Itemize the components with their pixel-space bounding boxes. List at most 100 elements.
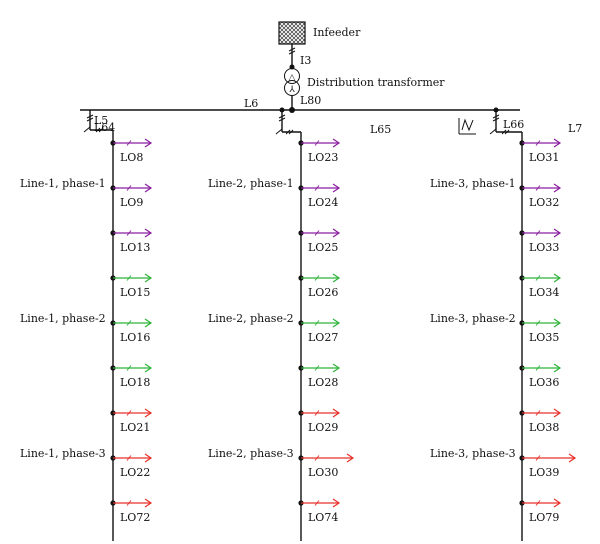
- svg-text:△: △: [289, 73, 296, 83]
- load-label: LO31: [529, 151, 559, 164]
- end-label: L7: [568, 122, 582, 135]
- branch1-label-a: L5: [94, 114, 108, 127]
- distribution-transformer: △ ⅄ Distribution transformer: [284, 68, 445, 96]
- load-lo24: LO24: [298, 183, 341, 209]
- load-arrowhead: [332, 183, 341, 193]
- load-lo21: LO21: [110, 408, 153, 434]
- load-label: LO28: [308, 376, 338, 389]
- load-arrowhead: [553, 408, 562, 418]
- load-label: LO27: [308, 331, 338, 344]
- load-label: LO25: [308, 241, 338, 254]
- load-arrowhead: [332, 363, 341, 373]
- load-label: LO79: [529, 511, 559, 524]
- load-label: LO24: [308, 196, 338, 209]
- load-arrowhead: [144, 183, 153, 193]
- load-lo13: LO13: [110, 228, 153, 254]
- load-tick: [535, 455, 541, 461]
- load-lo36: LO36: [519, 363, 562, 389]
- branch-2: [275, 110, 301, 135]
- group-label: Line-1, phase-2: [20, 312, 106, 325]
- load-tick: [535, 500, 541, 506]
- load-arrowhead: [332, 138, 341, 148]
- load-label: LO15: [120, 286, 150, 299]
- load-lo33: LO33: [519, 228, 562, 254]
- load-tick: [535, 185, 541, 191]
- load-arrowhead: [144, 273, 153, 283]
- load-tick: [126, 320, 132, 326]
- load-tick: [535, 320, 541, 326]
- load-label: LO22: [120, 466, 150, 479]
- load-tick: [126, 500, 132, 506]
- load-lo26: LO26: [298, 273, 341, 299]
- load-label: LO35: [529, 331, 559, 344]
- load-label: LO16: [120, 331, 150, 344]
- load-tick: [126, 365, 132, 371]
- load-arrowhead: [144, 138, 153, 148]
- group-label: Line-3, phase-3: [430, 447, 516, 460]
- load-lo16: LO16: [110, 318, 153, 344]
- load-tick: [535, 275, 541, 281]
- load-lo29: LO29: [298, 408, 341, 434]
- load-arrowhead: [144, 228, 153, 238]
- load-lo22: LO22: [110, 453, 153, 479]
- load-arrowhead: [332, 228, 341, 238]
- load-tick: [535, 365, 541, 371]
- load-tick: [126, 185, 132, 191]
- load-arrowhead: [553, 138, 562, 148]
- branch3-label: L66: [503, 118, 524, 131]
- load-arrowhead: [332, 273, 341, 283]
- load-tick: [314, 230, 320, 236]
- load-label: LO36: [529, 376, 559, 389]
- load-lo27: LO27: [298, 318, 341, 344]
- load-lo79: LO79: [519, 498, 562, 524]
- load-arrowhead: [144, 363, 153, 373]
- transformer-link: L80: [291, 94, 321, 110]
- load-label: LO29: [308, 421, 338, 434]
- load-arrowhead: [332, 408, 341, 418]
- load-lo28: LO28: [298, 363, 341, 389]
- load-lo32: LO32: [519, 183, 562, 209]
- load-lo34: LO34: [519, 273, 562, 299]
- load-arrowhead: [553, 318, 562, 328]
- group-label: Line-2, phase-1: [208, 177, 294, 190]
- load-lo18: LO18: [110, 363, 153, 389]
- group-label: Line-1, phase-3: [20, 447, 106, 460]
- load-tick: [126, 275, 132, 281]
- load-label: LO21: [120, 421, 150, 434]
- load-tick: [535, 140, 541, 146]
- load-lo23: LO23: [298, 138, 341, 164]
- load-arrowhead: [144, 318, 153, 328]
- load-tick: [314, 410, 320, 416]
- load-label: LO30: [308, 466, 338, 479]
- waveform-icon: [458, 118, 476, 135]
- load-tick: [314, 140, 320, 146]
- load-lo30: LO30: [298, 453, 355, 479]
- load-tick: [314, 185, 320, 191]
- load-arrowhead: [144, 498, 153, 508]
- load-label: LO9: [120, 196, 143, 209]
- load-tick: [126, 140, 132, 146]
- load-label: LO34: [529, 286, 559, 299]
- load-label: LO26: [308, 286, 338, 299]
- load-lo38: LO38: [519, 408, 562, 434]
- extra-label: L65: [370, 123, 391, 136]
- branch1-label-b: L64: [94, 121, 115, 134]
- load-tick: [314, 320, 320, 326]
- load-arrowhead: [553, 273, 562, 283]
- load-tick: [314, 365, 320, 371]
- group-label: Line-3, phase-1: [430, 177, 516, 190]
- load-label: LO72: [120, 511, 150, 524]
- load-lo15: LO15: [110, 273, 153, 299]
- load-lo25: LO25: [298, 228, 341, 254]
- load-lo31: LO31: [519, 138, 562, 164]
- load-tick: [535, 230, 541, 236]
- load-arrowhead: [553, 183, 562, 193]
- svg-text:⅄: ⅄: [288, 85, 295, 95]
- load-label: LO33: [529, 241, 559, 254]
- infeeder-link: I3: [288, 44, 311, 70]
- transformer-link-label: L80: [300, 94, 321, 107]
